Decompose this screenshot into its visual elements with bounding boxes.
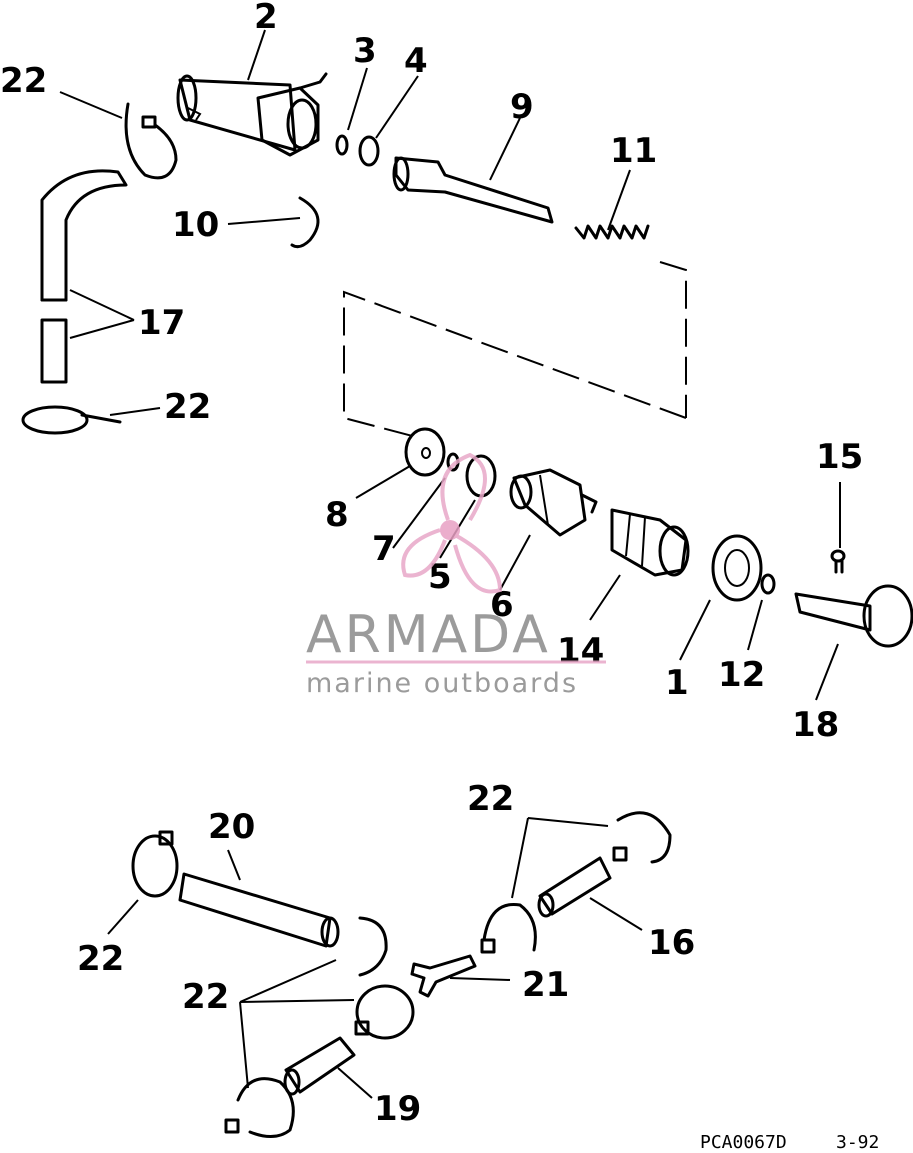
part-12-o-ring xyxy=(760,573,776,595)
part-4-o-ring xyxy=(358,135,380,167)
assembly-outline xyxy=(343,261,687,439)
part-16-hose xyxy=(537,856,612,918)
part-9-plunger xyxy=(392,156,554,224)
part-6-valve-body xyxy=(509,468,598,537)
part-8-washer xyxy=(404,427,446,477)
callout-22-lower-left: 22 xyxy=(77,939,124,979)
callout-22-lower-center: 22 xyxy=(182,977,229,1017)
callout-14: 14 xyxy=(557,631,604,671)
callout-6: 6 xyxy=(490,585,514,625)
part-18-knob xyxy=(794,584,913,648)
callout-labels: 2 3 4 9 11 22 10 17 22 15 8 7 5 6 14 1 1… xyxy=(0,0,863,1129)
callout-21: 21 xyxy=(522,965,569,1005)
page-number: 3-92 xyxy=(836,1132,879,1153)
callout-22-left: 22 xyxy=(164,387,211,427)
part-2-primer-housing xyxy=(176,72,328,157)
part-22-clamp-upper-right xyxy=(612,811,672,864)
callout-5: 5 xyxy=(428,557,452,597)
part-20-hose xyxy=(178,872,340,948)
leader-lines xyxy=(59,29,841,1099)
callout-16: 16 xyxy=(648,923,695,963)
callout-18: 18 xyxy=(792,705,839,745)
callout-15: 15 xyxy=(816,437,863,477)
callout-8: 8 xyxy=(325,495,349,535)
part-22-clamp-left xyxy=(21,405,122,435)
clamp-tab xyxy=(141,115,157,129)
part-17-hose xyxy=(40,169,128,384)
watermark-title: ARMADA xyxy=(306,605,551,665)
figure-code: PCA0067D xyxy=(700,1132,787,1153)
callout-10: 10 xyxy=(172,205,219,245)
watermark-logo: ARMADA marine outboards xyxy=(306,452,606,699)
callout-20: 20 xyxy=(208,807,255,847)
part-22-clamp-center xyxy=(358,916,388,977)
part-15-screw xyxy=(830,549,846,574)
callout-22-upper-mid: 22 xyxy=(467,779,514,819)
callout-22-top: 22 xyxy=(0,61,47,101)
part-3-o-ring xyxy=(335,134,349,156)
part-19-hose xyxy=(283,1036,356,1096)
part-1-nut xyxy=(711,534,763,602)
callout-12: 12 xyxy=(718,655,765,695)
part-22-clamp-top xyxy=(124,102,178,180)
callout-11: 11 xyxy=(610,131,657,171)
watermark-subtitle: marine outboards xyxy=(306,668,578,699)
part-22-clamp-bottom xyxy=(224,1077,295,1138)
callout-4: 4 xyxy=(404,41,428,81)
callout-9: 9 xyxy=(510,87,534,127)
propeller-hub-icon xyxy=(440,520,460,540)
part-14-fitting xyxy=(610,508,690,577)
callout-19: 19 xyxy=(374,1089,421,1129)
propeller-icon xyxy=(401,452,503,594)
part-22-clamp-middle xyxy=(354,984,415,1040)
part-11-spring xyxy=(574,224,650,240)
callout-1: 1 xyxy=(665,663,689,703)
callout-2: 2 xyxy=(254,0,278,37)
part-10-clip xyxy=(290,196,320,249)
callout-7: 7 xyxy=(372,529,396,569)
part-22-clamp-lower-left xyxy=(131,830,179,898)
part-21-tee-fitting xyxy=(410,954,477,998)
part-22-clamp-right-middle xyxy=(480,902,537,954)
callout-3: 3 xyxy=(353,31,377,71)
callout-17: 17 xyxy=(138,303,185,343)
